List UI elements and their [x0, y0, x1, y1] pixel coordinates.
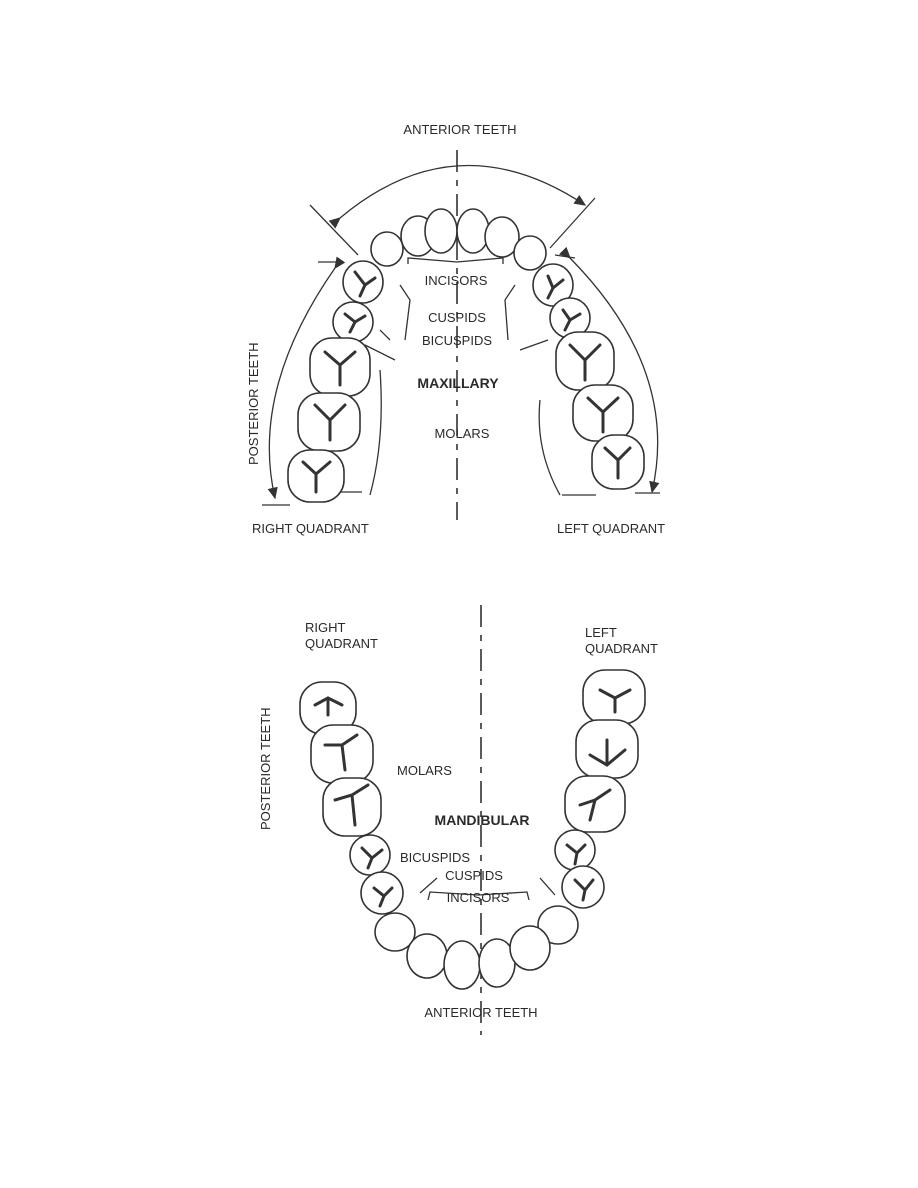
- right-quadrant-label: RIGHT QUADRANT: [252, 521, 369, 536]
- bicuspids-label: BICUSPIDS: [422, 333, 492, 348]
- mandibular-title: MANDIBULAR: [435, 812, 530, 828]
- molars-label: MOLARS: [435, 426, 490, 441]
- right-quadrant-label: QUADRANT: [305, 636, 378, 651]
- divider-line: [554, 254, 576, 259]
- divider-line: [539, 877, 556, 896]
- bicuspids-label: BICUSPIDS: [400, 850, 470, 865]
- anterior-arrow: [328, 164, 587, 229]
- tooth-cuspid: [537, 905, 579, 945]
- tooth-cuspid: [370, 231, 404, 267]
- posterior-teeth-label: POSTERIOR TEETH: [246, 342, 261, 465]
- tooth-lateral-incisor: [509, 925, 551, 971]
- anterior-teeth-label: ANTERIOR TEETH: [424, 1005, 537, 1020]
- tooth-central-incisor: [443, 940, 481, 990]
- tooth-lateral-incisor: [406, 933, 448, 979]
- upper-teeth: [287, 208, 645, 503]
- palate-outline: [364, 284, 411, 361]
- palate-outline: [504, 284, 549, 351]
- posterior-teeth-label: POSTERIOR TEETH: [258, 707, 273, 830]
- palate-outline: [369, 369, 382, 496]
- posterior-arrow-left: [559, 246, 660, 494]
- incisors-bracket: [407, 257, 504, 264]
- lower-teeth: [299, 669, 646, 990]
- incisors-label: INCISORS: [447, 890, 510, 905]
- palate-outline: [538, 399, 561, 496]
- left-quadrant-label: LEFT: [585, 625, 617, 640]
- anterior-teeth-label: ANTERIOR TEETH: [403, 122, 516, 137]
- mandibular-arch: RIGHT QUADRANT LEFT QUADRANT POSTERIOR T…: [258, 605, 658, 1035]
- divider-line: [549, 197, 596, 249]
- maxillary-title: MAXILLARY: [417, 375, 499, 391]
- incisors-label: INCISORS: [425, 273, 488, 288]
- tooth-central-incisor: [424, 208, 458, 254]
- tooth-lateral-incisor: [484, 216, 520, 258]
- cuspids-label: CUSPIDS: [445, 868, 503, 883]
- tooth-central-incisor: [456, 208, 490, 254]
- left-quadrant-label: QUADRANT: [585, 641, 658, 656]
- divider-line: [309, 204, 359, 256]
- molars-label: MOLARS: [397, 763, 452, 778]
- tooth-cuspid: [374, 912, 416, 952]
- maxillary-arch: ANTERIOR TEETH POSTERIOR TEETH: [246, 122, 665, 536]
- tooth-cuspid: [513, 235, 547, 271]
- left-quadrant-label: LEFT QUADRANT: [557, 521, 665, 536]
- posterior-arrow-right: [267, 256, 346, 500]
- incisors-bracket: [427, 891, 530, 901]
- cuspids-label: CUSPIDS: [428, 310, 486, 325]
- divider-line: [419, 877, 438, 894]
- right-quadrant-label: RIGHT: [305, 620, 346, 635]
